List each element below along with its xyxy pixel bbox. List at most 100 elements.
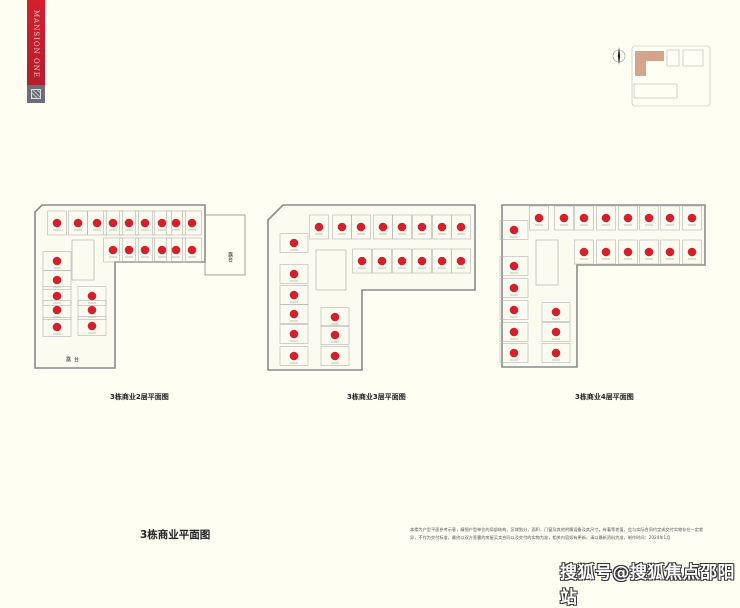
unit-number-marker	[157, 245, 167, 255]
unit-number-marker	[579, 247, 589, 257]
unit-number-marker	[623, 247, 633, 257]
unit-number-marker	[601, 213, 611, 223]
unit-number-marker	[87, 305, 97, 315]
shop-unit	[42, 286, 72, 306]
floor-2-caption: 3栋商业2层平面图	[110, 393, 169, 401]
shop-unit	[320, 346, 350, 366]
shop-unit	[166, 210, 186, 236]
shop-unit	[279, 264, 309, 284]
unit-number-marker	[314, 222, 324, 232]
unit-number-marker	[397, 222, 407, 232]
brand-name: MANSION ONE	[32, 10, 40, 78]
floor-3-caption: 3栋商业3层平面图	[347, 393, 406, 401]
shop-unit	[412, 214, 432, 240]
shop-unit	[541, 302, 571, 322]
brand-bar	[27, 0, 45, 85]
unit-number-marker	[534, 213, 544, 223]
shop-unit	[166, 237, 186, 263]
stair-core	[71, 239, 95, 281]
unit-number-marker	[289, 351, 299, 361]
shop-unit	[119, 237, 139, 263]
shop-unit	[574, 239, 594, 265]
unit-number-marker	[157, 218, 167, 228]
shop-unit	[451, 214, 471, 240]
unit-number-marker	[124, 218, 134, 228]
shop-unit	[660, 239, 680, 265]
shop-unit	[42, 300, 72, 320]
unit-number-marker	[509, 348, 519, 358]
unit-number-marker	[289, 329, 299, 339]
site-location-map	[612, 45, 711, 107]
unit-number-marker	[509, 327, 519, 337]
shop-unit	[320, 307, 350, 327]
shop-unit	[87, 210, 107, 236]
unit-number-marker	[92, 218, 102, 228]
shop-unit	[682, 239, 702, 265]
unit-number-marker	[330, 330, 340, 340]
unit-number-marker	[187, 245, 197, 255]
shop-unit	[372, 248, 392, 274]
shop-unit	[135, 237, 155, 263]
stair-core	[535, 239, 559, 286]
shop-unit	[639, 239, 659, 265]
unit-number-marker	[665, 213, 675, 223]
unit-number-marker	[378, 222, 388, 232]
terrace-area	[204, 214, 246, 276]
unit-number-marker	[551, 327, 561, 337]
shop-unit	[47, 210, 67, 236]
shop-unit	[499, 278, 529, 298]
unit-number-marker	[601, 247, 611, 257]
unit-number-marker	[456, 222, 466, 232]
unit-number-marker	[124, 245, 134, 255]
unit-number-marker	[87, 291, 97, 301]
floor-4-caption: 3栋商业4层平面图	[575, 393, 634, 401]
unit-number-marker	[52, 305, 62, 315]
shop-unit	[77, 316, 107, 336]
shop-unit	[320, 325, 350, 345]
shop-unit	[103, 210, 123, 236]
shop-unit	[554, 205, 574, 231]
unit-number-marker	[108, 218, 118, 228]
shop-unit	[279, 233, 309, 253]
shop-unit	[499, 343, 529, 363]
unit-number-marker	[437, 256, 447, 266]
page-title: 3栋商业平面图	[140, 529, 211, 541]
shop-unit	[77, 300, 107, 320]
unit-number-marker	[52, 322, 62, 332]
shop-unit	[660, 205, 680, 231]
unit-number-marker	[665, 247, 675, 257]
unit-number-marker	[289, 269, 299, 279]
unit-number-marker	[330, 351, 340, 361]
shop-unit	[541, 322, 571, 342]
brand-logo	[27, 85, 45, 103]
unit-number-marker	[509, 261, 519, 271]
shop-unit	[618, 205, 638, 231]
shop-unit	[618, 239, 638, 265]
unit-number-marker	[559, 213, 569, 223]
unit-number-marker	[357, 256, 367, 266]
compass-icon	[612, 47, 626, 65]
shop-unit	[279, 346, 309, 366]
shop-unit	[596, 239, 616, 265]
shop-unit	[451, 248, 471, 274]
shop-unit	[499, 322, 529, 342]
unit-number-marker	[140, 245, 150, 255]
shop-unit	[119, 210, 139, 236]
unit-number-marker	[171, 218, 181, 228]
shop-unit	[42, 270, 72, 290]
shop-unit	[279, 324, 309, 344]
unit-number-marker	[509, 305, 519, 315]
highlighted-building-3	[635, 51, 664, 76]
unit-number-marker	[289, 309, 299, 319]
watermark: 搜狐号@搜狐焦点邵阳站	[560, 563, 735, 608]
unit-number-marker	[687, 247, 697, 257]
unit-number-marker	[417, 256, 427, 266]
unit-number-marker	[52, 291, 62, 301]
unit-number-marker	[52, 256, 62, 266]
unit-number-marker	[623, 213, 633, 223]
unit-number-marker	[456, 256, 466, 266]
shop-unit	[152, 237, 172, 263]
terrace-label-right: 露台	[227, 252, 233, 262]
unit-number-marker	[52, 275, 62, 285]
shop-unit	[42, 317, 72, 337]
